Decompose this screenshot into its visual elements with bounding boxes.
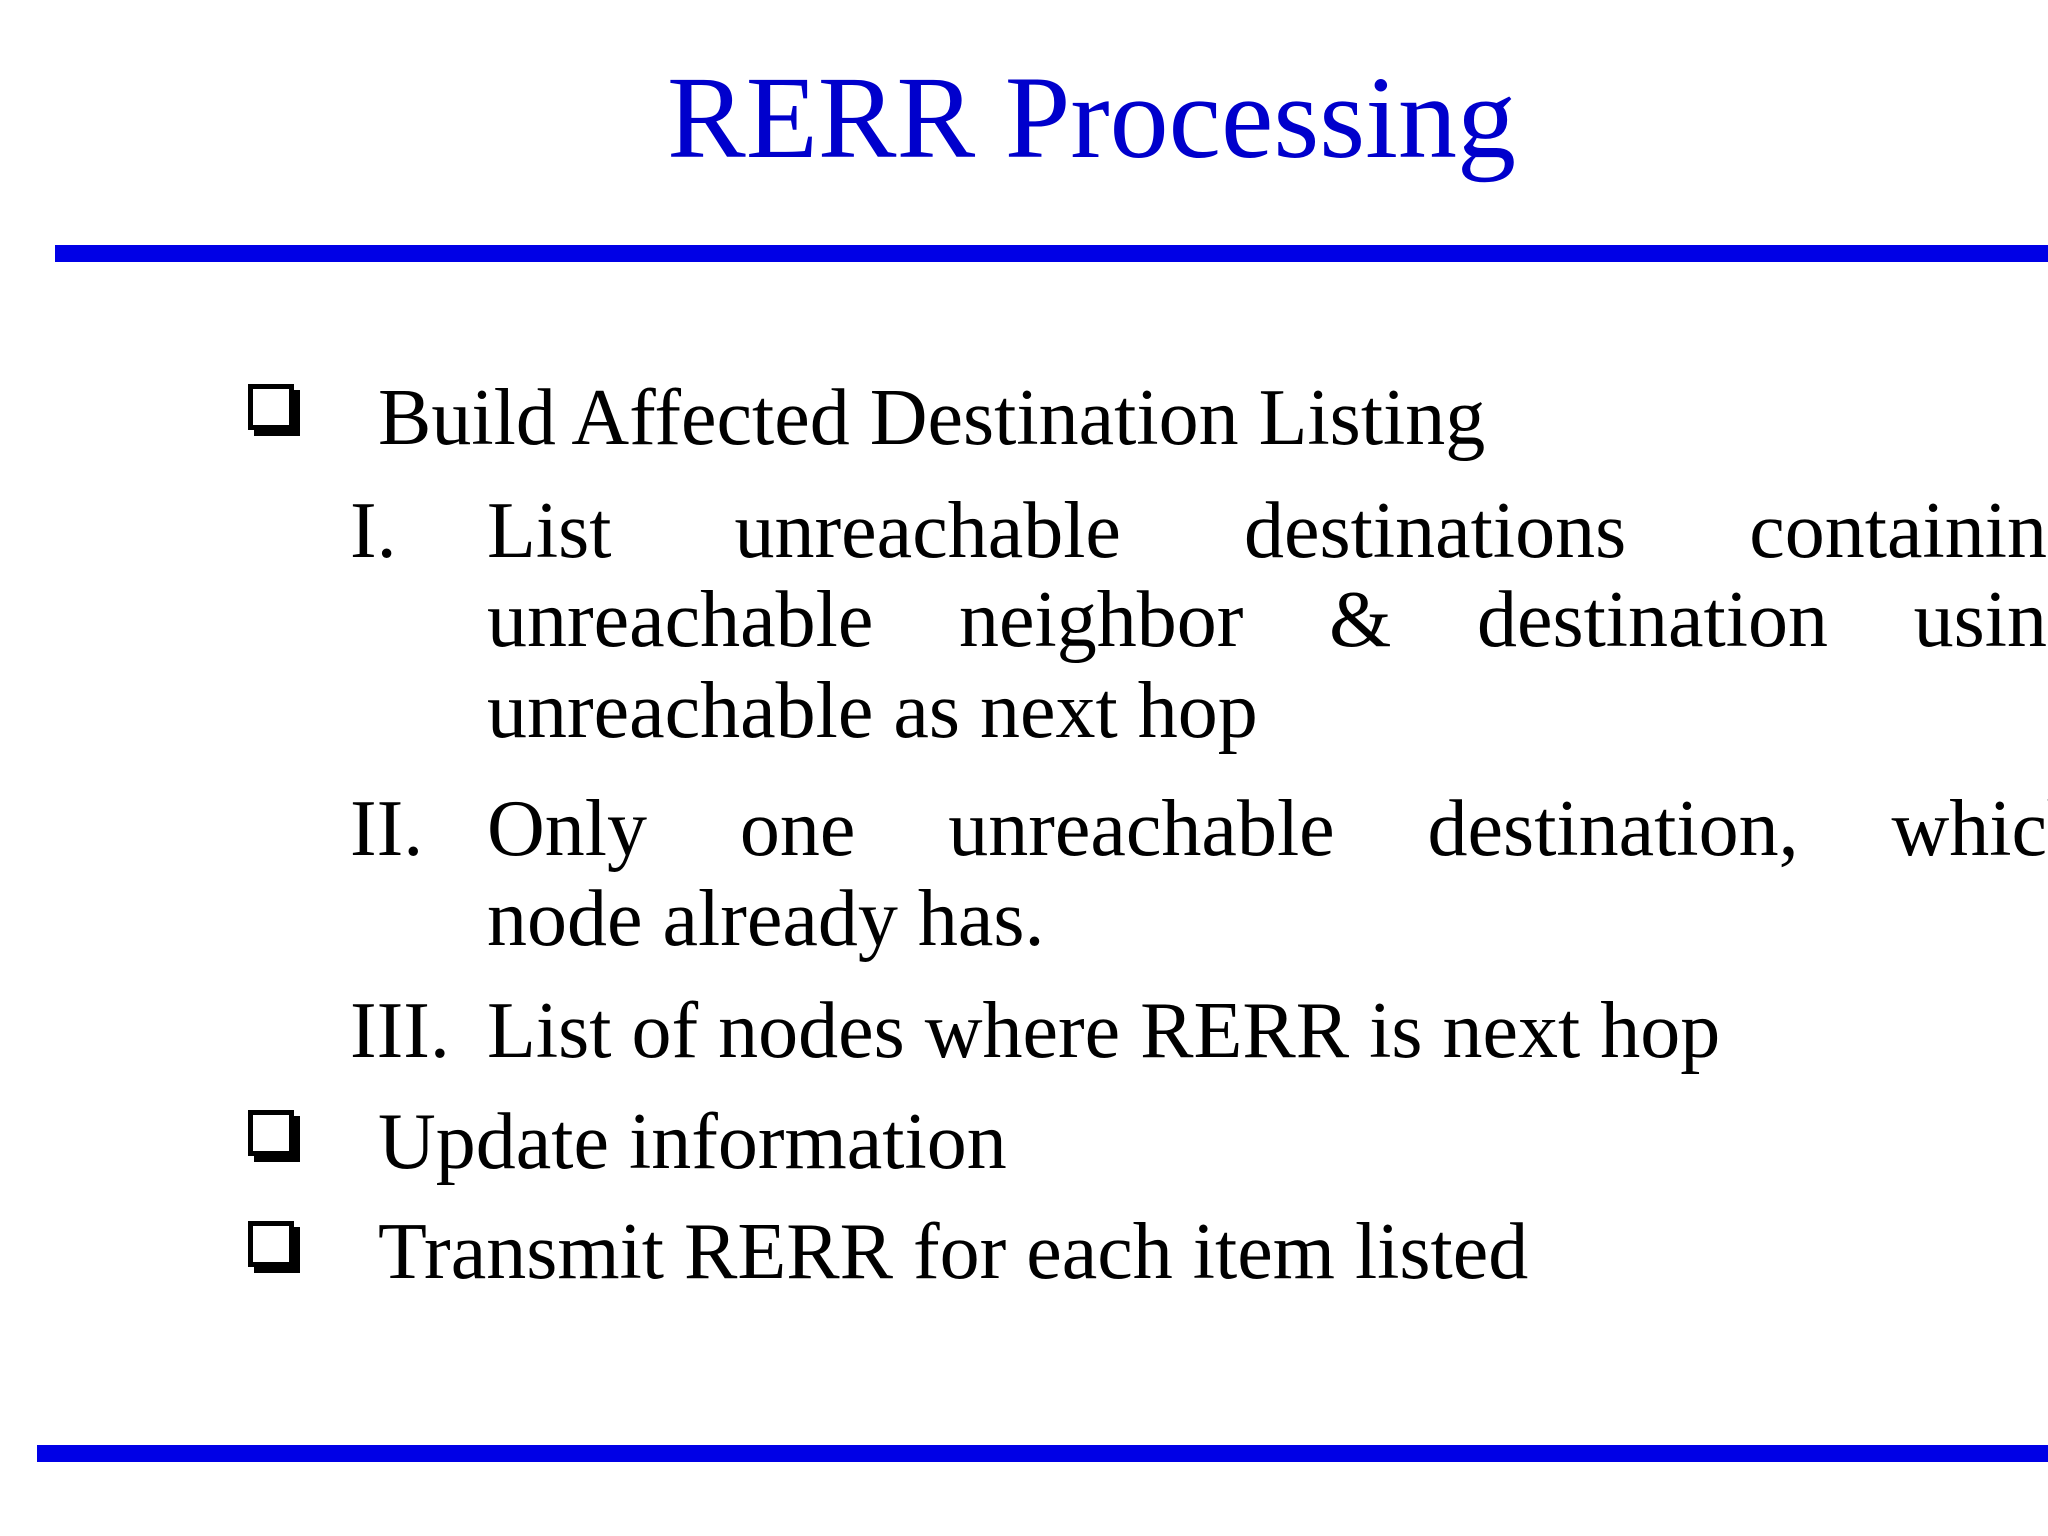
roman-numeral: III. [350, 987, 450, 1075]
square-bullet-icon [248, 1110, 294, 1156]
sub-item-line: List unreachable destinations containing [487, 487, 2048, 575]
square-bullet-icon [248, 384, 294, 430]
bullet-label: Build Affected Destination Listing [378, 374, 1486, 462]
slide-title: RERR Processing [667, 52, 1516, 183]
footer-divider [37, 1445, 2048, 1462]
bullet-label: Update information [378, 1098, 1007, 1186]
square-bullet-icon [248, 1221, 294, 1267]
sub-item-line: node already has. [487, 875, 1045, 963]
roman-numeral: I. [350, 487, 397, 575]
sub-item-line: unreachable neighbor & destination using [487, 576, 2048, 664]
sub-item-line: unreachable as next hop [487, 667, 1258, 755]
title-divider [55, 245, 2048, 262]
sub-item-line: Only one unreachable destination, which [487, 785, 2048, 873]
sub-item-line: List of nodes where RERR is next hop [487, 987, 1721, 1075]
bullet-label: Transmit RERR for each item listed [378, 1208, 1529, 1296]
roman-numeral: II. [350, 785, 424, 873]
